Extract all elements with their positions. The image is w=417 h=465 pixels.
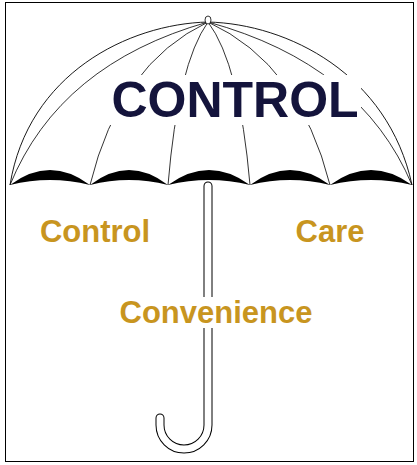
aspect-label: Care: [294, 216, 367, 247]
canopy-title: CONTROL: [109, 75, 360, 125]
umbrella-canopy: CONTROL: [8, 14, 414, 204]
umbrella-tip: [205, 16, 211, 24]
aspect-label: Control: [38, 216, 152, 247]
canopy-scallop: [168, 170, 250, 185]
canopy-scallop: [90, 170, 168, 185]
frame: [6, 3, 414, 462]
canopy-scallop: [10, 170, 90, 185]
canopy-scallop: [330, 170, 412, 185]
canopy-scallop: [250, 170, 330, 185]
aspect-label: Convenience: [118, 297, 315, 328]
canopy-dome: [10, 22, 412, 185]
